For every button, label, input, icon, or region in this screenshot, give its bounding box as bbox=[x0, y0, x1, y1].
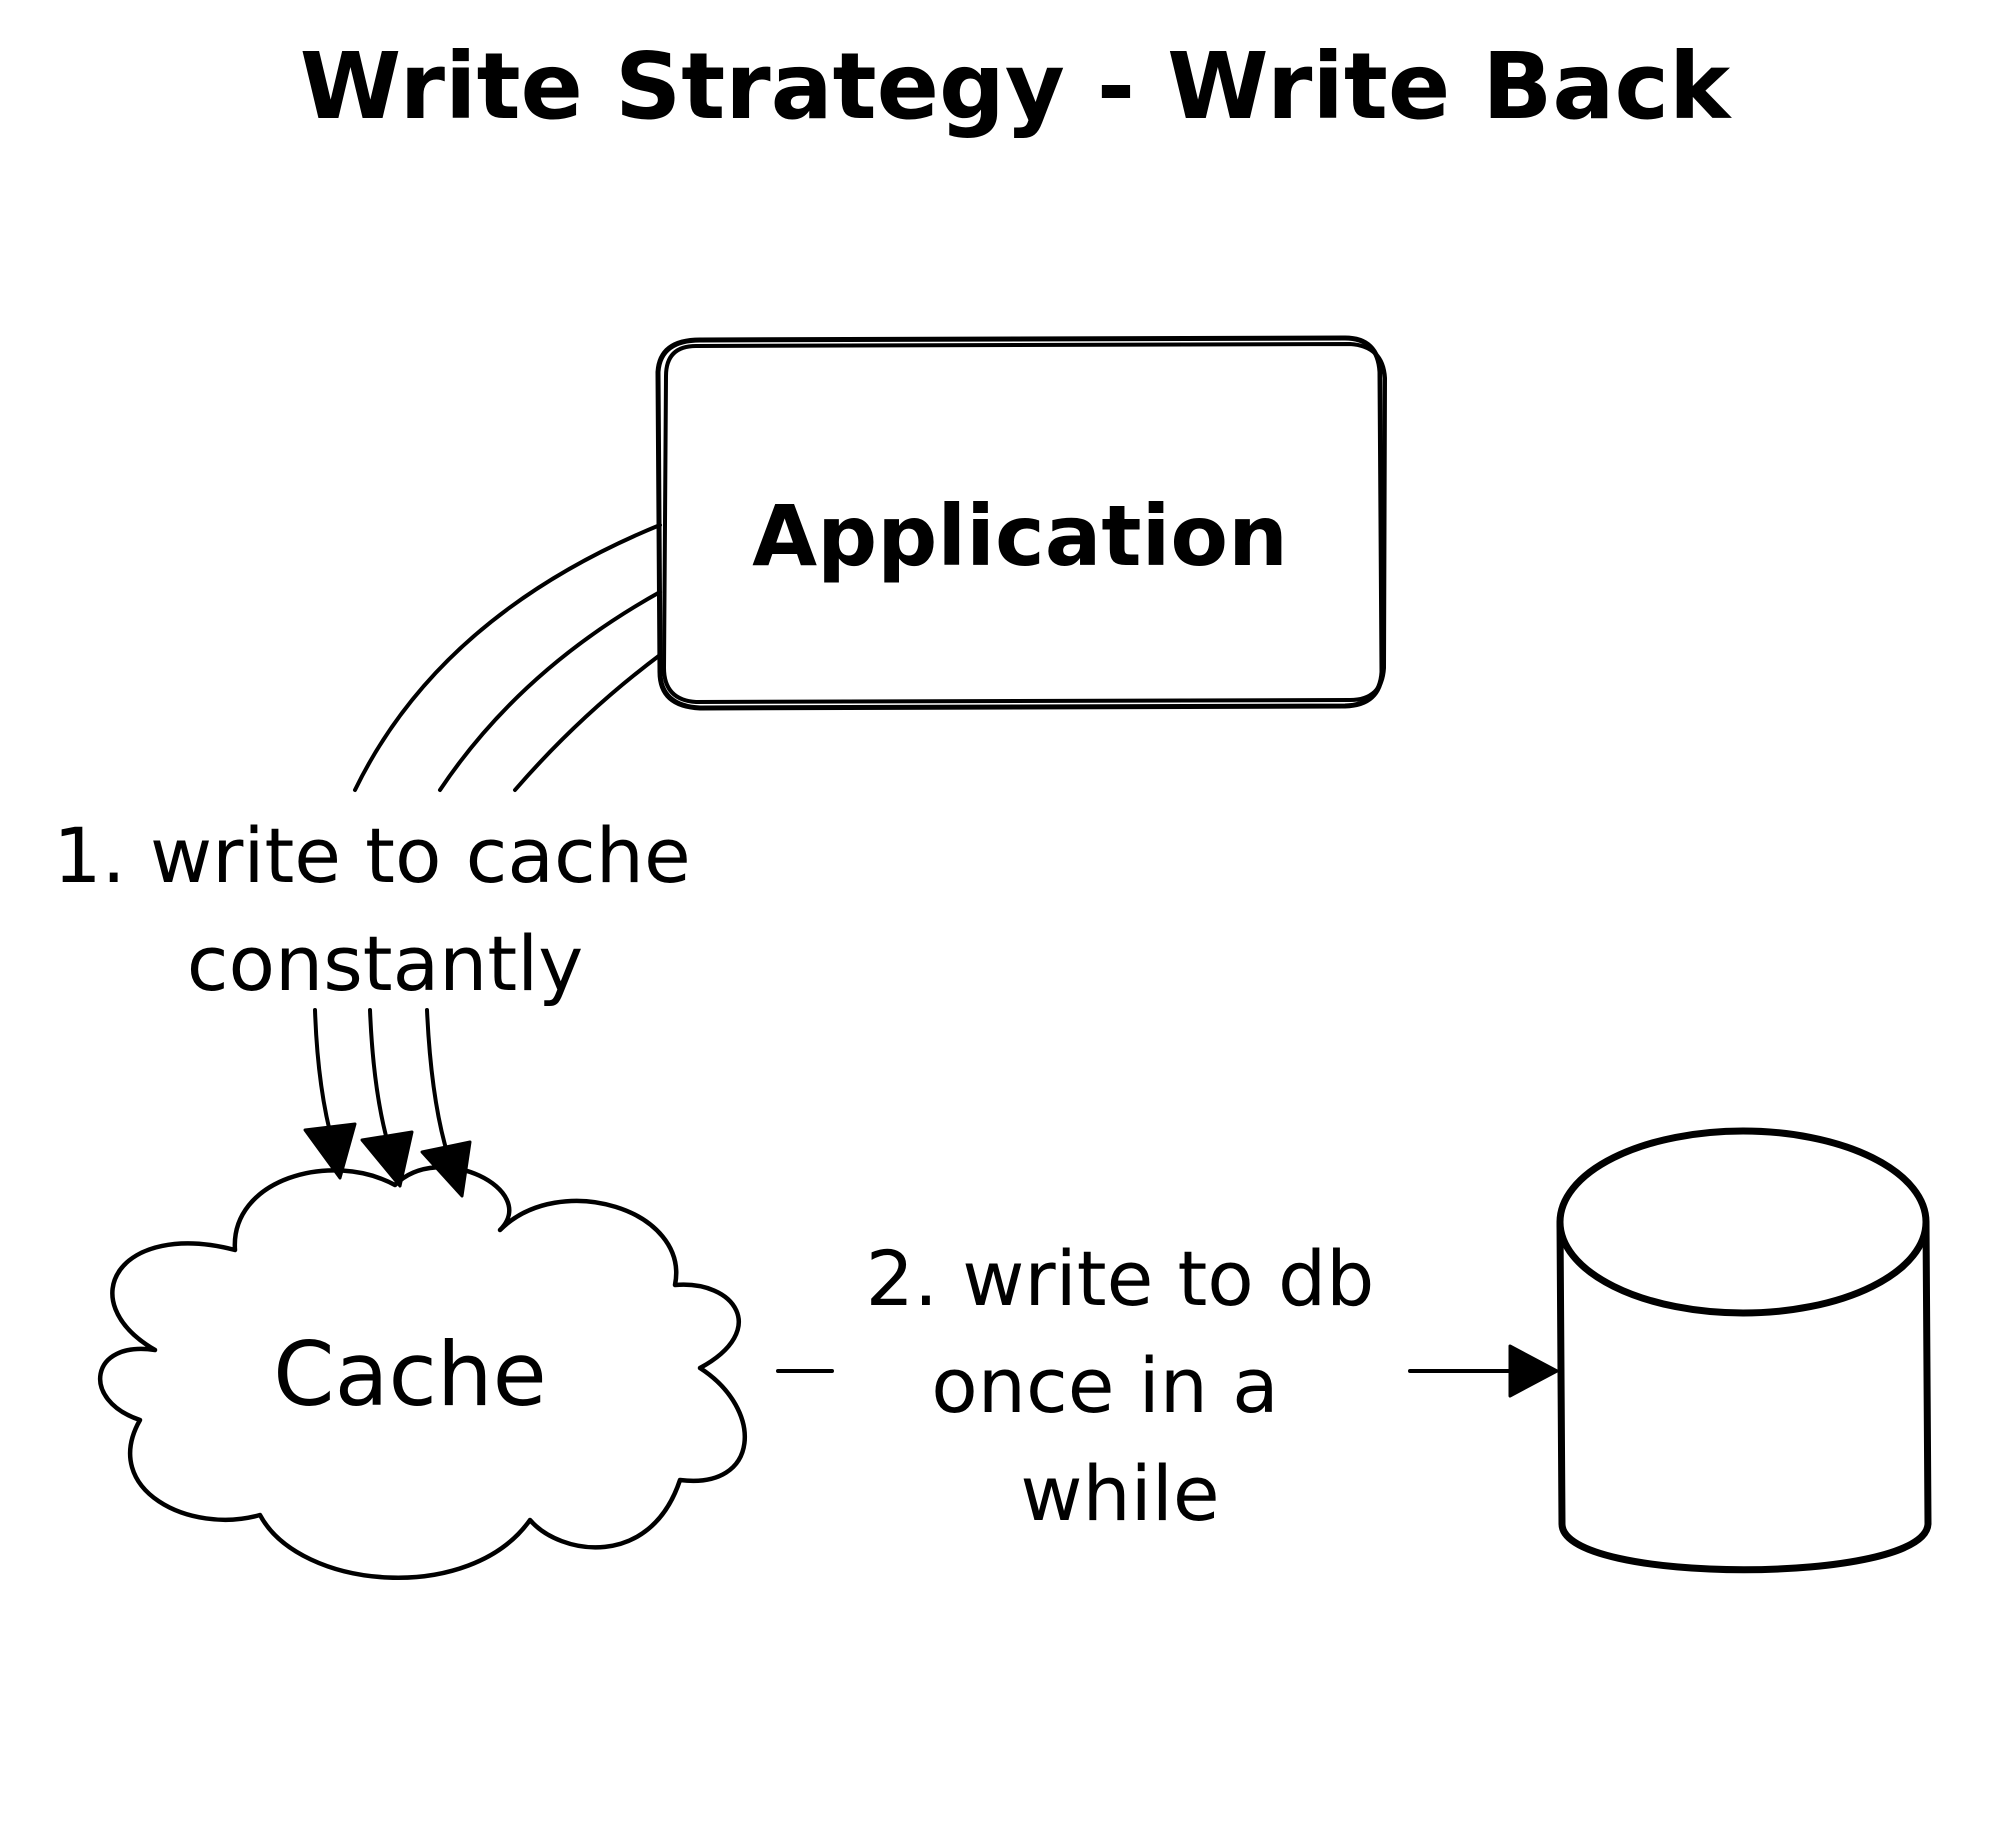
cache-to-db-label-line-3: while bbox=[1020, 1449, 1219, 1538]
app-to-cache-arcs bbox=[353, 523, 662, 792]
down-arrow-2-head bbox=[360, 1130, 414, 1188]
application-node: Application bbox=[655, 335, 1387, 711]
cache-to-db-label-line-2: once in a bbox=[931, 1341, 1278, 1430]
cache-label: Cache bbox=[273, 1323, 547, 1426]
cache-to-db-edge: 2. write to db once in a while bbox=[776, 1234, 1559, 1538]
cache-node: Cache bbox=[98, 1165, 747, 1580]
cache-cloud-shape bbox=[98, 1165, 747, 1580]
app-to-cache-label: 1. write to cache constantly bbox=[53, 811, 690, 1008]
cache-to-db-label-line-1: 2. write to db bbox=[866, 1234, 1375, 1323]
label-to-cache-arrows bbox=[303, 1008, 472, 1198]
database-node bbox=[1556, 1127, 1932, 1574]
arc-1 bbox=[353, 523, 662, 792]
arc-3 bbox=[513, 653, 662, 792]
app-to-cache-label-line-1: 1. write to cache bbox=[53, 811, 690, 900]
cache-to-db-arrowhead bbox=[1508, 1344, 1559, 1398]
diagram-title: Write Strategy - Write Back bbox=[300, 33, 1732, 140]
arc-2 bbox=[438, 590, 662, 792]
down-arrow-1-head bbox=[303, 1122, 357, 1180]
database-top bbox=[1556, 1127, 1930, 1317]
application-label: Application bbox=[752, 487, 1288, 585]
app-to-cache-label-line-2: constantly bbox=[187, 919, 583, 1008]
database-body bbox=[1556, 1218, 1932, 1574]
